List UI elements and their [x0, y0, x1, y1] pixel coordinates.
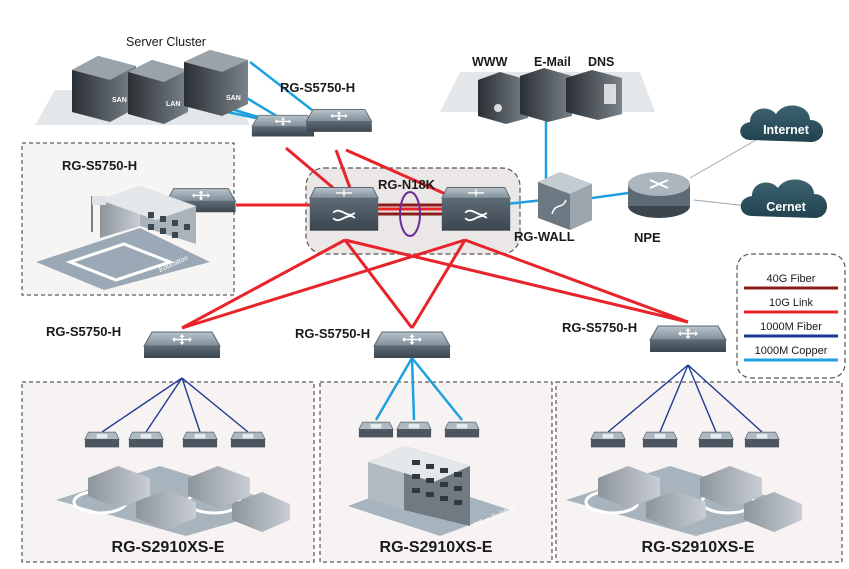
- legend-label: 40G Fiber: [767, 273, 816, 285]
- agg-right-label: RG-S5750-H: [562, 320, 637, 335]
- core-switch-a: [308, 186, 380, 232]
- dns-server: [566, 70, 622, 120]
- access-left-label: RG-S2910XS-E: [112, 539, 225, 556]
- agg-switch-right: [649, 325, 727, 353]
- legend-label: 1000M Fiber: [760, 321, 822, 333]
- core-switch-b: [440, 186, 512, 232]
- access-switch: [128, 431, 164, 448]
- copper-link: [410, 357, 416, 421]
- legend: 40G Fiber 10G Link 1000M Fiber 1000M Copper: [736, 253, 846, 379]
- wall-label: RG-WALL: [514, 229, 575, 244]
- npe-label: NPE: [634, 230, 661, 245]
- legend-box: [736, 253, 846, 379]
- access-right-label: RG-S2910XS-E: [642, 539, 755, 556]
- server-cluster-label: Server Cluster: [126, 35, 206, 49]
- access-switch: [444, 421, 480, 438]
- dns-label: DNS: [588, 55, 614, 69]
- agg-switch-mid: [373, 331, 451, 359]
- server-rack: SAN: [72, 56, 136, 122]
- access-switch: [698, 431, 734, 448]
- cernet-label: Cernet: [766, 200, 806, 214]
- server-rack: SAN: [184, 50, 248, 116]
- internet-cloud: Internet: [740, 105, 824, 142]
- server-switch-label: RG-S5750-H: [280, 80, 355, 95]
- npe-router: [628, 172, 690, 218]
- access-switch: [182, 431, 218, 448]
- access-switch: [744, 431, 780, 448]
- internet-label: Internet: [763, 123, 810, 137]
- campus-buildings-right: [566, 466, 802, 536]
- server-tag-san: SAN: [112, 97, 127, 104]
- office-building: Office Building: [348, 446, 516, 536]
- agg-switch-left: [143, 331, 221, 359]
- access-switch: [396, 421, 432, 438]
- access-switch: [230, 431, 266, 448]
- cernet-cloud: Cernet: [740, 179, 828, 218]
- server-switch-b: [305, 108, 373, 133]
- core-label: RG-N18K: [378, 177, 436, 192]
- education-building: Education: [36, 186, 210, 290]
- access-switch: [84, 431, 120, 448]
- copper-link: [249, 61, 313, 111]
- server-tag-lan: LAN: [166, 101, 180, 108]
- server-tag-san: SAN: [226, 95, 241, 102]
- access-switch: [642, 431, 678, 448]
- legend-label: 10G Link: [769, 297, 814, 309]
- edu-switch-label: RG-S5750-H: [62, 158, 137, 173]
- campus-buildings-left: [56, 466, 290, 536]
- copper-link: [411, 357, 463, 421]
- internet-link: [689, 139, 757, 179]
- copper-link: [374, 357, 414, 421]
- legend-label: 1000M Copper: [755, 345, 828, 357]
- link-layer: [101, 61, 763, 433]
- server-rack: LAN: [128, 60, 188, 124]
- access-switch: [358, 421, 394, 438]
- email-server: [520, 68, 572, 122]
- stack-ring: [399, 191, 421, 237]
- rg-wall-firewall: [538, 172, 592, 230]
- email-label: E-Mail: [534, 55, 571, 69]
- www-server: [478, 72, 528, 124]
- access-switch: [590, 431, 626, 448]
- cernet-link: [693, 199, 749, 207]
- access-mid-label: RG-S2910XS-E: [380, 539, 493, 556]
- server-switch-a: [251, 114, 315, 138]
- www-label: WWW: [472, 55, 508, 69]
- agg-mid-label: RG-S5750-H: [295, 326, 370, 341]
- agg-left-label: RG-S5750-H: [46, 324, 121, 339]
